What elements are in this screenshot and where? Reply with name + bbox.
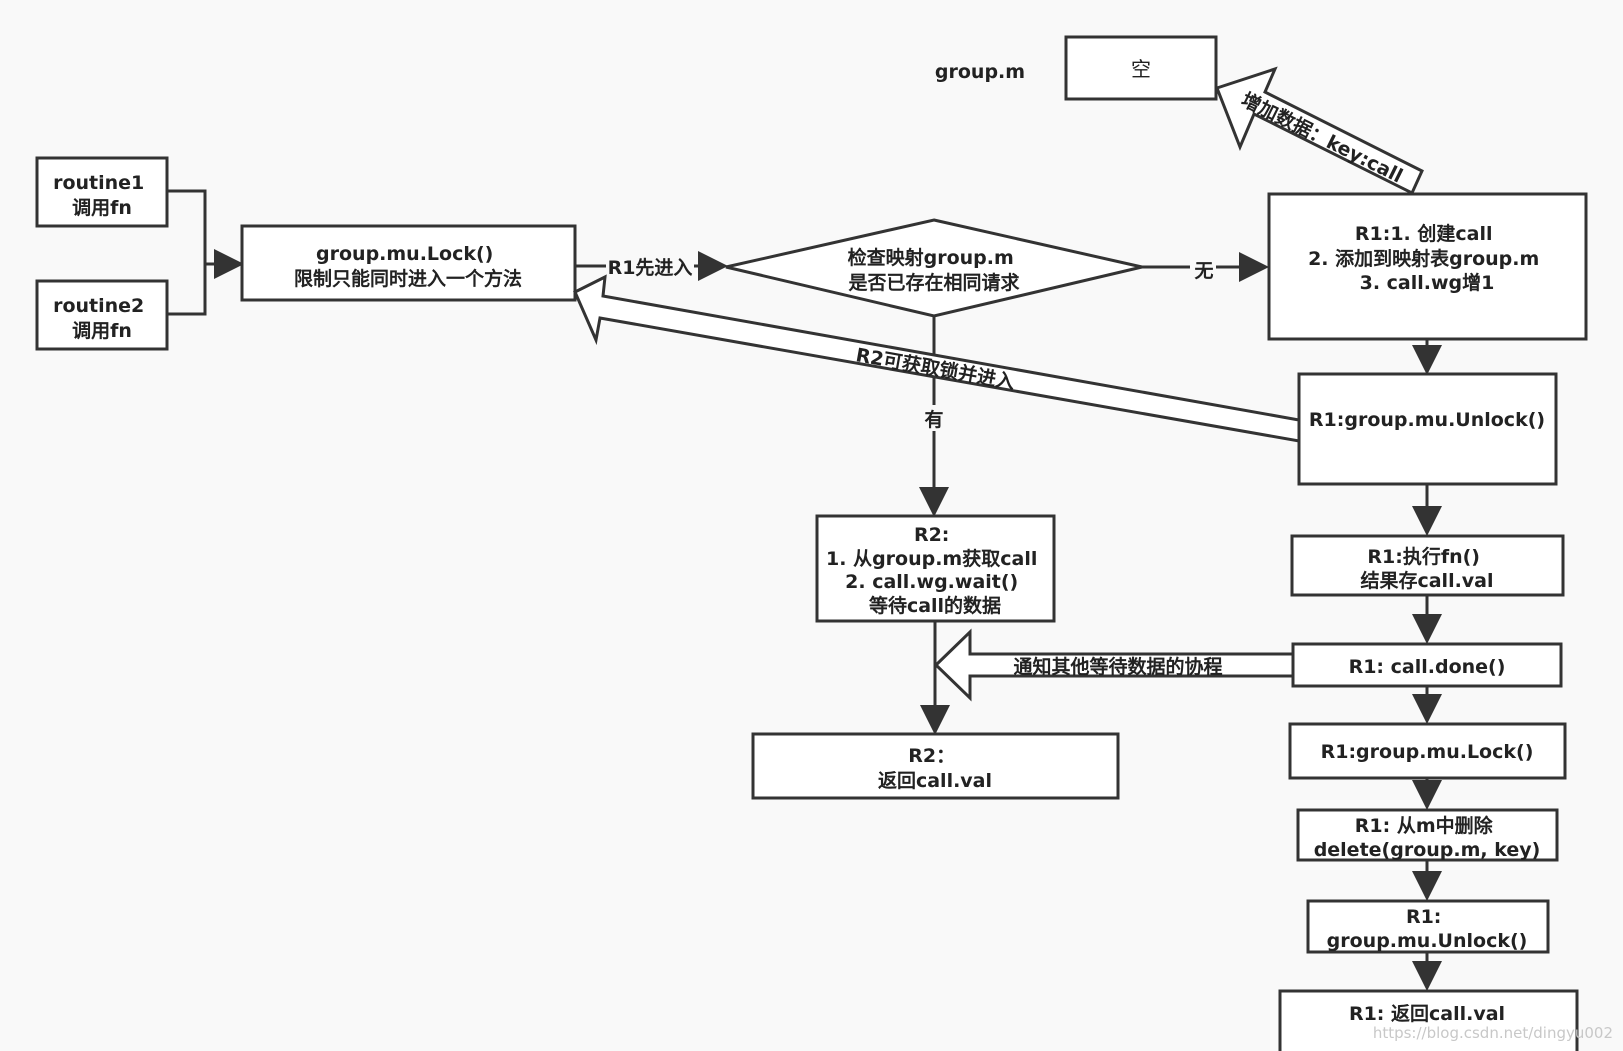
routine1-node: routine1 调用fn xyxy=(35,156,169,228)
r1-first-label: R1先进入 xyxy=(608,256,693,279)
r1-delete-node: R1: 从m中删除 delete(group.m, key) xyxy=(1296,808,1559,862)
r1-unlock2-node: R1: group.mu.Unlock() xyxy=(1306,899,1550,954)
routine1-text: routine1 调用fn xyxy=(53,172,151,219)
r1-done-text: R1: call.done() xyxy=(1349,656,1506,678)
none-label: 无 xyxy=(1194,260,1213,282)
r1-done-node: R1: call.done() xyxy=(1291,642,1563,688)
watermark-text: https://blog.csdn.net/dingyu002 xyxy=(1373,1024,1613,1042)
routine2-text: routine2 调用fn xyxy=(53,295,151,342)
empty-map-node: 空 xyxy=(1064,35,1218,101)
check-decision-text: 检查映射group.m 是否已存在相同请求 xyxy=(848,246,1021,294)
r1-unlock1-node: R1:group.mu.Unlock() xyxy=(1297,372,1558,486)
add-data-arrow: 增加数据：key:call xyxy=(1215,66,1424,196)
r1-exec-text: R1:执行fn() 结果存call.val xyxy=(1360,545,1493,592)
r1-unlock1-text: R1:group.mu.Unlock() xyxy=(1309,409,1545,431)
add-data-label: 增加数据：key:call xyxy=(1238,88,1407,188)
r1-unlock2-text: R1: group.mu.Unlock() xyxy=(1327,906,1528,952)
notify-arrow: 通知其他等待数据的协程 xyxy=(933,628,1300,702)
r1-exec-node: R1:执行fn() 结果存call.val xyxy=(1290,534,1565,597)
r1-return-node: R1: 返回call.val xyxy=(1278,989,1579,1051)
r2-return-text: R2： 返回call.val xyxy=(878,745,992,792)
r1-return-text: R1: 返回call.val xyxy=(1349,1003,1505,1025)
r1-create-text: R1:1. 创建call 2. 添加到映射表group.m 3. call.wg… xyxy=(1308,222,1546,294)
group-m-label: group.m xyxy=(935,61,1025,83)
r1-lock2-text: R1:group.mu.Lock() xyxy=(1321,741,1534,763)
lock-node: group.mu.Lock() 限制只能同时进入一个方法 xyxy=(240,224,577,302)
r1-create-node: R1:1. 创建call 2. 添加到映射表group.m 3. call.wg… xyxy=(1267,192,1588,341)
notify-label: 通知其他等待数据的协程 xyxy=(1013,655,1222,678)
r2-wait-text: R2: 1. 从group.m获取call 2. call.wg.wait() … xyxy=(826,524,1044,617)
routines-join-connector xyxy=(167,189,207,316)
r2-return-node: R2： 返回call.val xyxy=(751,732,1120,800)
r1-delete-text: R1: 从m中删除 delete(group.m, key) xyxy=(1314,814,1541,861)
check-decision-node: 检查映射group.m 是否已存在相同请求 xyxy=(725,218,1143,318)
has-label: 有 xyxy=(924,408,943,431)
routine2-node: routine2 调用fn xyxy=(35,279,169,351)
r1-lock2-node: R1:group.mu.Lock() xyxy=(1288,722,1567,780)
empty-map-text: 空 xyxy=(1131,57,1151,81)
lock-text: group.mu.Lock() 限制只能同时进入一个方法 xyxy=(294,243,522,290)
r2-wait-node: R2: 1. 从group.m获取call 2. call.wg.wait() … xyxy=(815,514,1056,623)
